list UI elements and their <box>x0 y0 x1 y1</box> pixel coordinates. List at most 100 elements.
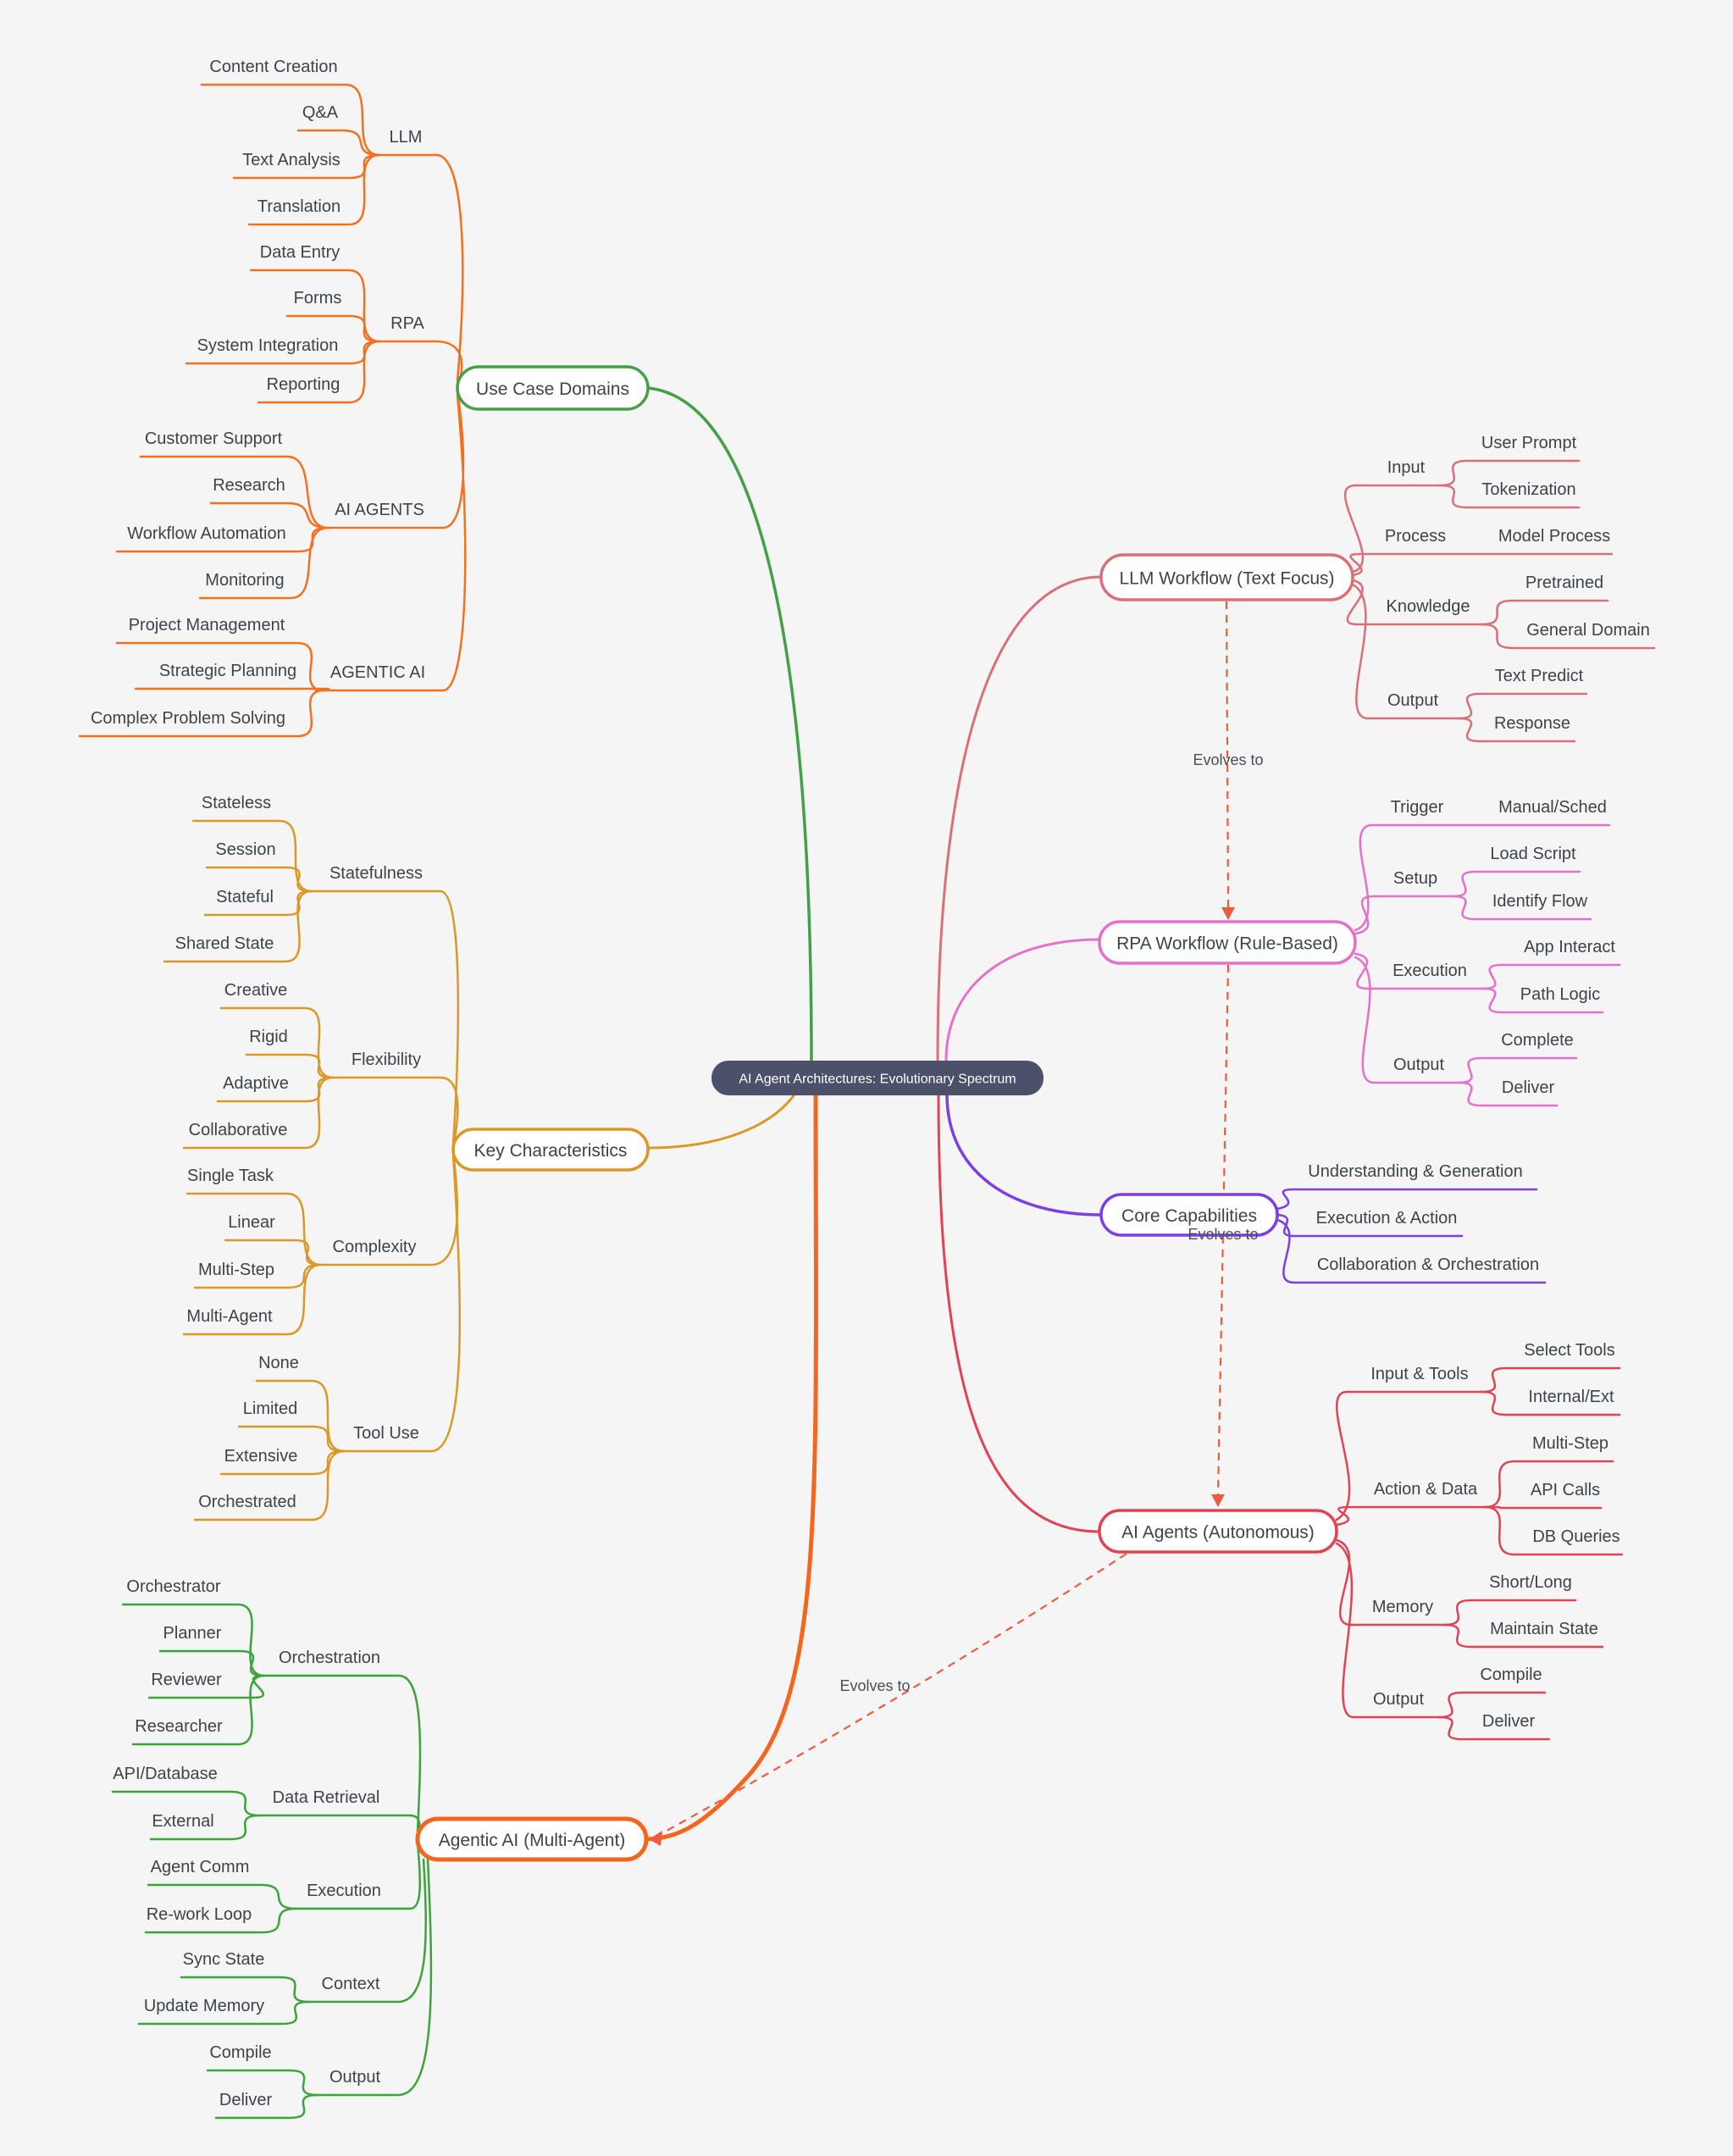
leaf-model-process[interactable]: Model Process <box>1498 527 1610 546</box>
branch-llm[interactable]: LLM <box>390 128 423 147</box>
leaf-re-work-loop[interactable]: Re-work Loop <box>147 1905 252 1924</box>
leaf-forms[interactable]: Forms <box>294 289 342 308</box>
node-core-capabilities[interactable] <box>1099 1193 1279 1237</box>
branch-statefulness[interactable]: Statefulness <box>329 864 423 883</box>
leaf-research[interactable]: Research <box>213 476 285 495</box>
leaf-manual-sched[interactable]: Manual/Sched <box>1498 798 1607 817</box>
leaf-system-integration[interactable]: System Integration <box>197 336 339 355</box>
leaf-load-script[interactable]: Load Script <box>1490 845 1576 863</box>
branch-memory[interactable]: Memory <box>1372 1598 1433 1616</box>
leaf-collaboration-orchestration[interactable]: Collaboration & Orchestration <box>1317 1255 1539 1274</box>
branch-input-tools[interactable]: Input & Tools <box>1370 1365 1468 1383</box>
leaf-multi-step[interactable]: Multi-Step <box>1532 1434 1608 1453</box>
leaf-customer-support[interactable]: Customer Support <box>145 430 283 448</box>
leaf-path-logic[interactable]: Path Logic <box>1520 985 1601 1004</box>
leaf-reporting[interactable]: Reporting <box>267 375 341 394</box>
leaf-stateless[interactable]: Stateless <box>202 794 271 812</box>
leaf-update-memory[interactable]: Update Memory <box>144 1997 264 2015</box>
leaf-sync-state[interactable]: Sync State <box>183 1950 265 1969</box>
leaf-strategic-planning[interactable]: Strategic Planning <box>159 662 296 680</box>
branch-output[interactable]: Output <box>1373 1690 1424 1709</box>
leaf-text-analysis[interactable]: Text Analysis <box>242 151 341 169</box>
leaf-monitoring[interactable]: Monitoring <box>205 571 284 590</box>
branch-input[interactable]: Input <box>1387 458 1426 477</box>
node-ai-agents-autonomous[interactable] <box>1098 1509 1338 1554</box>
branch-trigger[interactable]: Trigger <box>1391 798 1444 817</box>
leaf-creative[interactable]: Creative <box>224 981 287 1000</box>
leaf-extensive[interactable]: Extensive <box>224 1447 298 1466</box>
branch-rpa[interactable]: RPA <box>390 314 424 333</box>
node-use-case-domains[interactable] <box>456 365 650 411</box>
leaf-translation[interactable]: Translation <box>257 197 341 216</box>
leaf-general-domain[interactable]: General Domain <box>1526 621 1650 640</box>
leaf-deliver[interactable]: Deliver <box>219 2091 273 2109</box>
branch-output[interactable]: Output <box>1393 1056 1444 1074</box>
leaf-orchestrated[interactable]: Orchestrated <box>198 1493 296 1511</box>
node-agentic-ai-multi-agent[interactable] <box>415 1816 649 1862</box>
branch-tool-use[interactable]: Tool Use <box>353 1424 419 1443</box>
node-rpa-workflow[interactable] <box>1098 920 1357 965</box>
leaf-adaptive[interactable]: Adaptive <box>223 1074 289 1093</box>
branch-data-retrieval[interactable]: Data Retrieval <box>273 1788 380 1807</box>
leaf-shared-state[interactable]: Shared State <box>175 934 274 953</box>
leaf-workflow-automation[interactable]: Workflow Automation <box>127 524 286 543</box>
leaf-reviewer[interactable]: Reviewer <box>151 1671 222 1689</box>
leaf-stateful[interactable]: Stateful <box>216 888 274 906</box>
leaf-complete[interactable]: Complete <box>1501 1031 1574 1050</box>
leaf-understanding-generation[interactable]: Understanding & Generation <box>1308 1162 1523 1181</box>
leaf-response[interactable]: Response <box>1494 714 1570 733</box>
branch-agentic-ai[interactable]: AGENTIC AI <box>330 663 425 682</box>
branch-orchestration[interactable]: Orchestration <box>279 1649 380 1667</box>
leaf-single-task[interactable]: Single Task <box>187 1167 274 1185</box>
branch-execution[interactable]: Execution <box>1392 962 1467 980</box>
branch-output[interactable]: Output <box>1387 691 1438 710</box>
leaf-text-predict[interactable]: Text Predict <box>1495 667 1584 685</box>
leaf-api-database[interactable]: API/Database <box>113 1765 217 1783</box>
leaf-project-management[interactable]: Project Management <box>129 616 285 635</box>
leaf-maintain-state[interactable]: Maintain State <box>1490 1620 1598 1638</box>
branch-knowledge[interactable]: Knowledge <box>1387 597 1470 616</box>
branch-setup[interactable]: Setup <box>1393 869 1437 888</box>
leaf-identify-flow[interactable]: Identify Flow <box>1492 892 1588 911</box>
leaf-linear[interactable]: Linear <box>228 1213 275 1232</box>
leaf-none[interactable]: None <box>258 1354 299 1372</box>
branch-flexibility[interactable]: Flexibility <box>352 1050 421 1069</box>
leaf-user-prompt[interactable]: User Prompt <box>1481 434 1577 452</box>
branch-execution[interactable]: Execution <box>307 1882 381 1900</box>
leaf-api-calls[interactable]: API Calls <box>1531 1481 1600 1499</box>
node-key-characteristics[interactable] <box>451 1128 650 1172</box>
leaf-collaborative[interactable]: Collaborative <box>189 1121 288 1139</box>
node-center[interactable] <box>711 1061 1044 1095</box>
leaf-db-queries[interactable]: DB Queries <box>1532 1527 1619 1546</box>
branch-action-data[interactable]: Action & Data <box>1374 1480 1478 1499</box>
leaf-tokenization[interactable]: Tokenization <box>1481 480 1575 499</box>
leaf-deliver[interactable]: Deliver <box>1482 1712 1536 1731</box>
leaf-execution-action[interactable]: Execution & Action <box>1316 1209 1458 1228</box>
leaf-short-long[interactable]: Short/Long <box>1489 1573 1572 1592</box>
leaf-limited[interactable]: Limited <box>243 1399 297 1418</box>
leaf-orchestrator[interactable]: Orchestrator <box>126 1577 220 1596</box>
leaf-internal-ext[interactable]: Internal/Ext <box>1528 1388 1614 1406</box>
leaf-content-creation[interactable]: Content Creation <box>209 58 337 76</box>
leaf-deliver[interactable]: Deliver <box>1502 1078 1555 1097</box>
branch-output[interactable]: Output <box>329 2068 380 2087</box>
branch-complexity[interactable]: Complexity <box>333 1238 417 1256</box>
leaf-rigid[interactable]: Rigid <box>249 1028 288 1046</box>
branch-context[interactable]: Context <box>322 1975 380 1993</box>
leaf-data-entry[interactable]: Data Entry <box>260 243 340 262</box>
leaf-planner[interactable]: Planner <box>163 1624 222 1643</box>
leaf-session[interactable]: Session <box>215 840 275 859</box>
leaf-external[interactable]: External <box>152 1812 213 1831</box>
leaf-multi-agent[interactable]: Multi-Agent <box>186 1307 273 1326</box>
leaf-select-tools[interactable]: Select Tools <box>1524 1341 1614 1360</box>
leaf-agent-comm[interactable]: Agent Comm <box>151 1858 250 1876</box>
branch-ai-agents[interactable]: AI AGENTS <box>335 501 424 519</box>
leaf-compile[interactable]: Compile <box>209 2043 271 2062</box>
leaf-researcher[interactable]: Researcher <box>135 1717 223 1736</box>
leaf-app-interact[interactable]: App Interact <box>1524 938 1615 956</box>
leaf-q-a[interactable]: Q&A <box>302 103 339 122</box>
leaf-complex-problem-solving[interactable]: Complex Problem Solving <box>91 709 285 728</box>
leaf-multi-step[interactable]: Multi-Step <box>198 1261 274 1279</box>
branch-process[interactable]: Process <box>1385 527 1446 546</box>
node-llm-workflow[interactable] <box>1099 553 1354 601</box>
